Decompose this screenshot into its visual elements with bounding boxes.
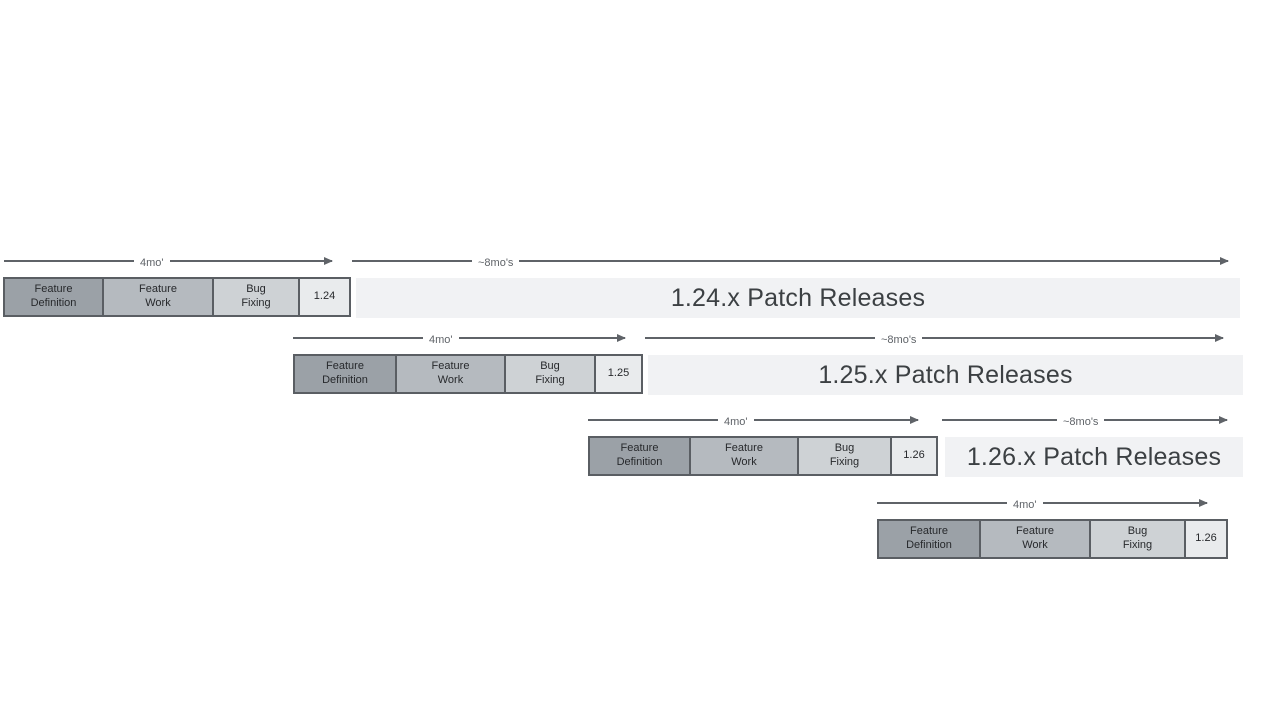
version-box: 1.24 xyxy=(298,279,349,315)
phase-box-feature-definition: Feature Definition xyxy=(5,279,102,315)
arrow-line-with-head xyxy=(1104,419,1227,421)
patch-cycle-arrow-1-24: ~8mo's xyxy=(352,253,1228,269)
arrow-line xyxy=(942,419,1057,421)
phase-box-feature-work: Feature Work xyxy=(689,438,797,474)
phase-box-feature-definition: Feature Definition xyxy=(295,356,395,392)
release-cycle-boxes-1-24: Feature Definition Feature Work Bug Fixi… xyxy=(3,277,351,317)
patch-releases-band-1-25: 1.25.x Patch Releases xyxy=(648,355,1243,395)
patch-releases-band-1-24: 1.24.x Patch Releases xyxy=(356,278,1240,318)
release-cycle-boxes-next: Feature Definition Feature Work Bug Fixi… xyxy=(877,519,1228,559)
version-box: 1.26 xyxy=(890,438,936,474)
release-cycle-boxes-1-25: Feature Definition Feature Work Bug Fixi… xyxy=(293,354,643,394)
release-cycle-boxes-1-26: Feature Definition Feature Work Bug Fixi… xyxy=(588,436,938,476)
patch-cycle-duration-label: ~8mo's xyxy=(881,333,917,346)
patch-releases-band-1-26: 1.26.x Patch Releases xyxy=(945,437,1243,477)
patch-cycle-duration-label: ~8mo's xyxy=(1063,415,1099,428)
phase-box-feature-work: Feature Work xyxy=(395,356,504,392)
phase-box-bug-fixing: Bug Fixing xyxy=(1089,521,1184,557)
phase-box-feature-work: Feature Work xyxy=(102,279,212,315)
dev-cycle-duration-label: 4mo' xyxy=(724,415,748,428)
version-box: 1.26 xyxy=(1184,521,1226,557)
dev-cycle-arrow-1-25: 4mo' xyxy=(293,330,625,346)
dev-cycle-duration-label: 4mo' xyxy=(429,333,453,346)
dev-cycle-duration-label: 4mo' xyxy=(1013,498,1037,511)
arrow-line-with-head xyxy=(519,260,1228,262)
phase-box-bug-fixing: Bug Fixing xyxy=(212,279,298,315)
arrow-line-with-head xyxy=(458,337,625,339)
version-box: 1.25 xyxy=(594,356,641,392)
patch-cycle-arrow-1-26: ~8mo's xyxy=(942,412,1227,428)
patch-cycle-duration-label: ~8mo's xyxy=(478,256,514,269)
dev-cycle-duration-label: 4mo' xyxy=(140,256,164,269)
patch-cycle-arrow-1-25: ~8mo's xyxy=(645,330,1223,346)
arrow-line-with-head xyxy=(753,419,918,421)
arrow-line-with-head xyxy=(1042,502,1207,504)
arrow-line xyxy=(645,337,875,339)
arrow-line xyxy=(588,419,718,421)
arrow-line-with-head xyxy=(922,337,1223,339)
arrow-line-with-head xyxy=(169,260,332,262)
phase-box-feature-definition: Feature Definition xyxy=(879,521,979,557)
arrow-line xyxy=(352,260,472,262)
arrow-line xyxy=(877,502,1007,504)
arrow-line xyxy=(293,337,423,339)
phase-box-feature-work: Feature Work xyxy=(979,521,1089,557)
phase-box-bug-fixing: Bug Fixing xyxy=(797,438,890,474)
phase-box-feature-definition: Feature Definition xyxy=(590,438,689,474)
phase-box-bug-fixing: Bug Fixing xyxy=(504,356,594,392)
dev-cycle-arrow-next: 4mo' xyxy=(877,495,1207,511)
dev-cycle-arrow-1-24: 4mo' xyxy=(4,253,332,269)
dev-cycle-arrow-1-26: 4mo' xyxy=(588,412,918,428)
arrow-line xyxy=(4,260,134,262)
